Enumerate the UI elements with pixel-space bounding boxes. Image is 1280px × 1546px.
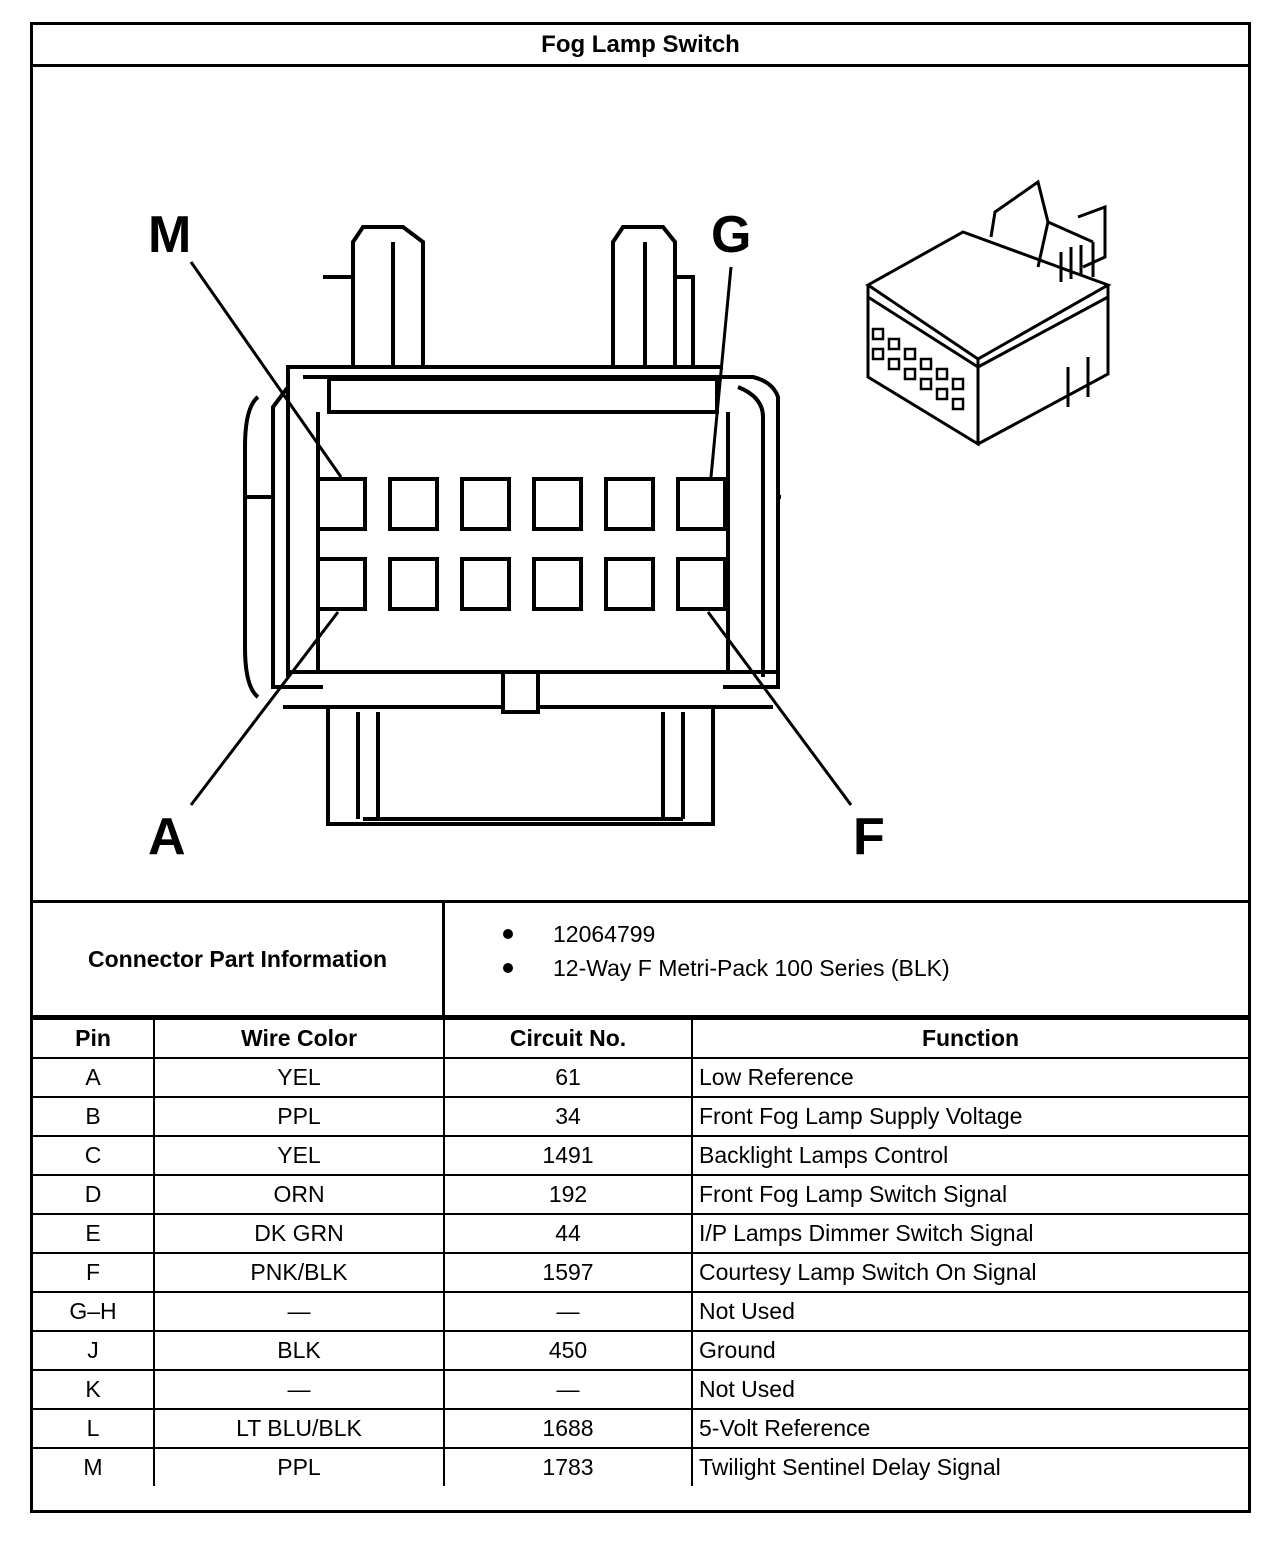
- function-cell: 5-Volt Reference: [691, 1408, 1248, 1449]
- bullet-icon: [503, 963, 513, 973]
- function-cell: Front Fog Lamp Switch Signal: [691, 1174, 1248, 1215]
- wire-color-cell: —: [153, 1291, 445, 1332]
- pin-cell: B: [33, 1096, 155, 1137]
- connector-sheet: Fog Lamp Switch: [30, 22, 1251, 1513]
- column-header-circuit: Circuit No.: [443, 1018, 693, 1059]
- circuit-cell: —: [443, 1291, 693, 1332]
- wire-color-cell: YEL: [153, 1057, 445, 1098]
- circuit-cell: 192: [443, 1174, 693, 1215]
- pin-cell: K: [33, 1369, 155, 1410]
- function-cell: I/P Lamps Dimmer Switch Signal: [691, 1213, 1248, 1254]
- function-cell: Backlight Lamps Control: [691, 1135, 1248, 1176]
- connector-part-info-label: Connector Part Information: [33, 903, 445, 1015]
- list-item: 12064799: [503, 917, 950, 951]
- column-header-pin: Pin: [33, 1018, 155, 1059]
- circuit-cell: 1783: [443, 1447, 693, 1486]
- wire-color-cell: PPL: [153, 1096, 445, 1137]
- part-number: 12064799: [553, 921, 656, 947]
- function-cell: Ground: [691, 1330, 1248, 1371]
- wire-color-cell: —: [153, 1369, 445, 1410]
- function-cell: Not Used: [691, 1369, 1248, 1410]
- bullet-icon: [503, 929, 513, 939]
- wire-color-cell: PPL: [153, 1447, 445, 1486]
- connector-part-info-list: 12064799 12-Way F Metri-Pack 100 Series …: [503, 917, 950, 985]
- circuit-cell: 44: [443, 1213, 693, 1254]
- circuit-cell: —: [443, 1369, 693, 1410]
- wire-color-cell: PNK/BLK: [153, 1252, 445, 1293]
- pin-callout-m: M: [148, 206, 191, 264]
- wire-color-cell: BLK: [153, 1330, 445, 1371]
- column-header-function: Function: [691, 1018, 1248, 1059]
- pin-callout-g: G: [711, 206, 751, 264]
- pin-cell: L: [33, 1408, 155, 1449]
- function-cell: Twilight Sentinel Delay Signal: [691, 1447, 1248, 1486]
- circuit-cell: 1597: [443, 1252, 693, 1293]
- connector-part-info: Connector Part Information 12064799 12-W…: [33, 900, 1248, 1018]
- function-cell: Courtesy Lamp Switch On Signal: [691, 1252, 1248, 1293]
- connector-isometric-view: [865, 179, 1112, 447]
- pin-cell: E: [33, 1213, 155, 1254]
- pin-cell: F: [33, 1252, 155, 1293]
- wire-color-cell: YEL: [153, 1135, 445, 1176]
- circuit-cell: 61: [443, 1057, 693, 1098]
- pin-callout-f: F: [853, 808, 885, 866]
- wire-color-cell: LT BLU/BLK: [153, 1408, 445, 1449]
- circuit-cell: 34: [443, 1096, 693, 1137]
- table-header-row: Pin Wire Color Circuit No. Function: [33, 1018, 1248, 1059]
- function-cell: Front Fog Lamp Supply Voltage: [691, 1096, 1248, 1137]
- pin-cell: D: [33, 1174, 155, 1215]
- pin-callout-a: A: [148, 808, 186, 866]
- circuit-cell: 1491: [443, 1135, 693, 1176]
- pin-cell: M: [33, 1447, 155, 1486]
- function-cell: Low Reference: [691, 1057, 1248, 1098]
- circuit-cell: 450: [443, 1330, 693, 1371]
- list-item: 12-Way F Metri-Pack 100 Series (BLK): [503, 951, 950, 985]
- connector-description: 12-Way F Metri-Pack 100 Series (BLK): [553, 955, 950, 981]
- pin-cell: A: [33, 1057, 155, 1098]
- pin-cell: C: [33, 1135, 155, 1176]
- table-row: G–H——Not Used: [33, 1291, 1248, 1332]
- wire-color-cell: DK GRN: [153, 1213, 445, 1254]
- pin-cell: G–H: [33, 1291, 155, 1332]
- wire-color-cell: ORN: [153, 1174, 445, 1215]
- connector-face-drawing: M G A F: [148, 179, 1112, 866]
- pin-cell: J: [33, 1330, 155, 1371]
- column-header-wire-color: Wire Color: [153, 1018, 445, 1059]
- circuit-cell: 1688: [443, 1408, 693, 1449]
- page-title: Fog Lamp Switch: [33, 25, 1248, 67]
- connector-diagram: M G A F: [33, 67, 1248, 900]
- table-row: K——Not Used: [33, 1369, 1248, 1410]
- function-cell: Not Used: [691, 1291, 1248, 1332]
